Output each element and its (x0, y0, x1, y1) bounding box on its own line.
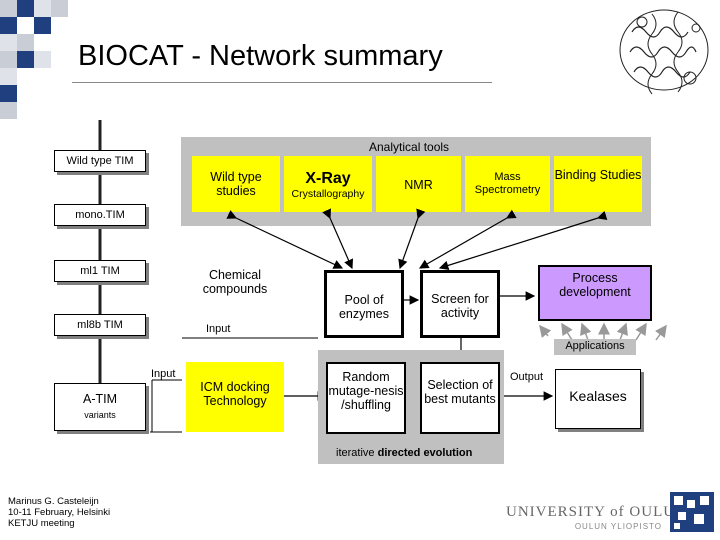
decor-square (0, 0, 17, 17)
decor-square (0, 34, 17, 51)
variants-label: variants (84, 410, 116, 420)
university-logo-text: UNIVERSITY of OULU OULUN YLIOPISTO (506, 504, 676, 531)
input-upper-label: Input (206, 323, 231, 335)
screen-for-activity-box: Screen for activity (420, 270, 500, 338)
mono-tim-label: mono.TIM (75, 209, 125, 221)
ml1-tim-tab: ml1 TIM (54, 260, 146, 282)
pool-of-enzymes-box: Pool of enzymes (324, 270, 404, 338)
wild-type-tim-tab: Wild type TIM (54, 150, 146, 172)
decor-square (0, 17, 17, 34)
nmr-box: NMR (376, 156, 461, 212)
footer-author: Marinus G. Casteleijn (8, 496, 99, 507)
university-sub: OULUN YLIOPISTO (574, 522, 662, 531)
decor-square (34, 17, 51, 34)
binding-studies-label: Binding Studies (554, 168, 642, 182)
kealases-box: Kealases (555, 369, 641, 429)
spectrometry-label: Spectrometry (474, 184, 541, 196)
ml8b-tim-tab: ml8b TIM (54, 314, 146, 336)
icm-docking-box: ICM docking Technology (186, 362, 284, 432)
protein-structure-image (619, 9, 709, 95)
kealases-label: Kealases (569, 388, 627, 404)
directed-evolution-word: directed evolution (377, 447, 473, 459)
mono-tim-tab: mono.TIM (54, 204, 146, 226)
crystallography-label: Crystallography (291, 188, 365, 200)
decor-square (51, 0, 68, 17)
iterative-directed-evolution-label: iterative directed evolution (336, 447, 472, 459)
analytical-tools-heading: Analytical tools (369, 140, 450, 154)
xray-label: X-Ray (305, 170, 351, 187)
selection-label: Selection of best mutants (424, 378, 496, 406)
page-title: BIOCAT - Network summary (78, 40, 443, 72)
random-mutagenesis-box: Random mutage-nesis /shuffling (326, 362, 406, 434)
wild-type-studies-box: Wild type studies (192, 156, 280, 212)
output-label: Output (510, 371, 544, 383)
ml1-tim-label: ml1 TIM (80, 265, 120, 277)
icm-docking-label: ICM docking Technology (200, 380, 270, 408)
nmr-label: NMR (404, 178, 433, 192)
university-name: UNIVERSITY of OULU (506, 504, 676, 520)
decor-square (17, 0, 34, 17)
applications-label: Applications (565, 340, 625, 352)
selection-box: Selection of best mutants (420, 362, 500, 434)
a-tim-box: A-TIM variants (54, 383, 146, 431)
decor-square (0, 102, 17, 119)
decor-square (17, 34, 34, 51)
xray-box: X-Ray Crystallography (284, 156, 372, 212)
decor-square (0, 51, 17, 68)
decor-square (0, 85, 17, 102)
pool-of-enzymes-label: Pool of enzymes (338, 293, 390, 321)
wild-type-studies-label: Wild type studies (210, 170, 262, 198)
mass-spectrometry-box: Mass Spectrometry (465, 156, 550, 212)
a-tim-label: A-TIM (82, 392, 118, 406)
process-development-box: Process development (538, 265, 652, 321)
input-lower-label: Input (151, 368, 176, 380)
chemical-compounds-label: Chemical compounds (202, 268, 268, 296)
decor-square (34, 51, 51, 68)
random-mutagenesis-label: Random mutage-nesis /shuffling (328, 370, 404, 412)
mass-label: Mass (494, 171, 521, 183)
footer-date: 10-11 February, Helsinki (8, 507, 111, 518)
ml8b-tim-label: ml8b TIM (77, 319, 123, 331)
decor-square (0, 68, 17, 85)
binding-studies-box: Binding Studies (554, 156, 642, 212)
decor-square (34, 0, 51, 17)
screen-for-activity-label: Screen for activity (431, 292, 489, 320)
applications-tag: Applications (554, 339, 636, 355)
footer-event: KETJU meeting (8, 518, 75, 529)
decor-square (17, 51, 34, 68)
university-logo-mark (670, 492, 714, 532)
process-development-label: Process development (559, 271, 631, 299)
iterative-word: iterative (336, 447, 375, 459)
footer-credits: Marinus G. Casteleijn 10-11 February, He… (8, 496, 110, 529)
title-underline (72, 82, 492, 83)
wild-type-tim-label: Wild type TIM (66, 155, 134, 167)
